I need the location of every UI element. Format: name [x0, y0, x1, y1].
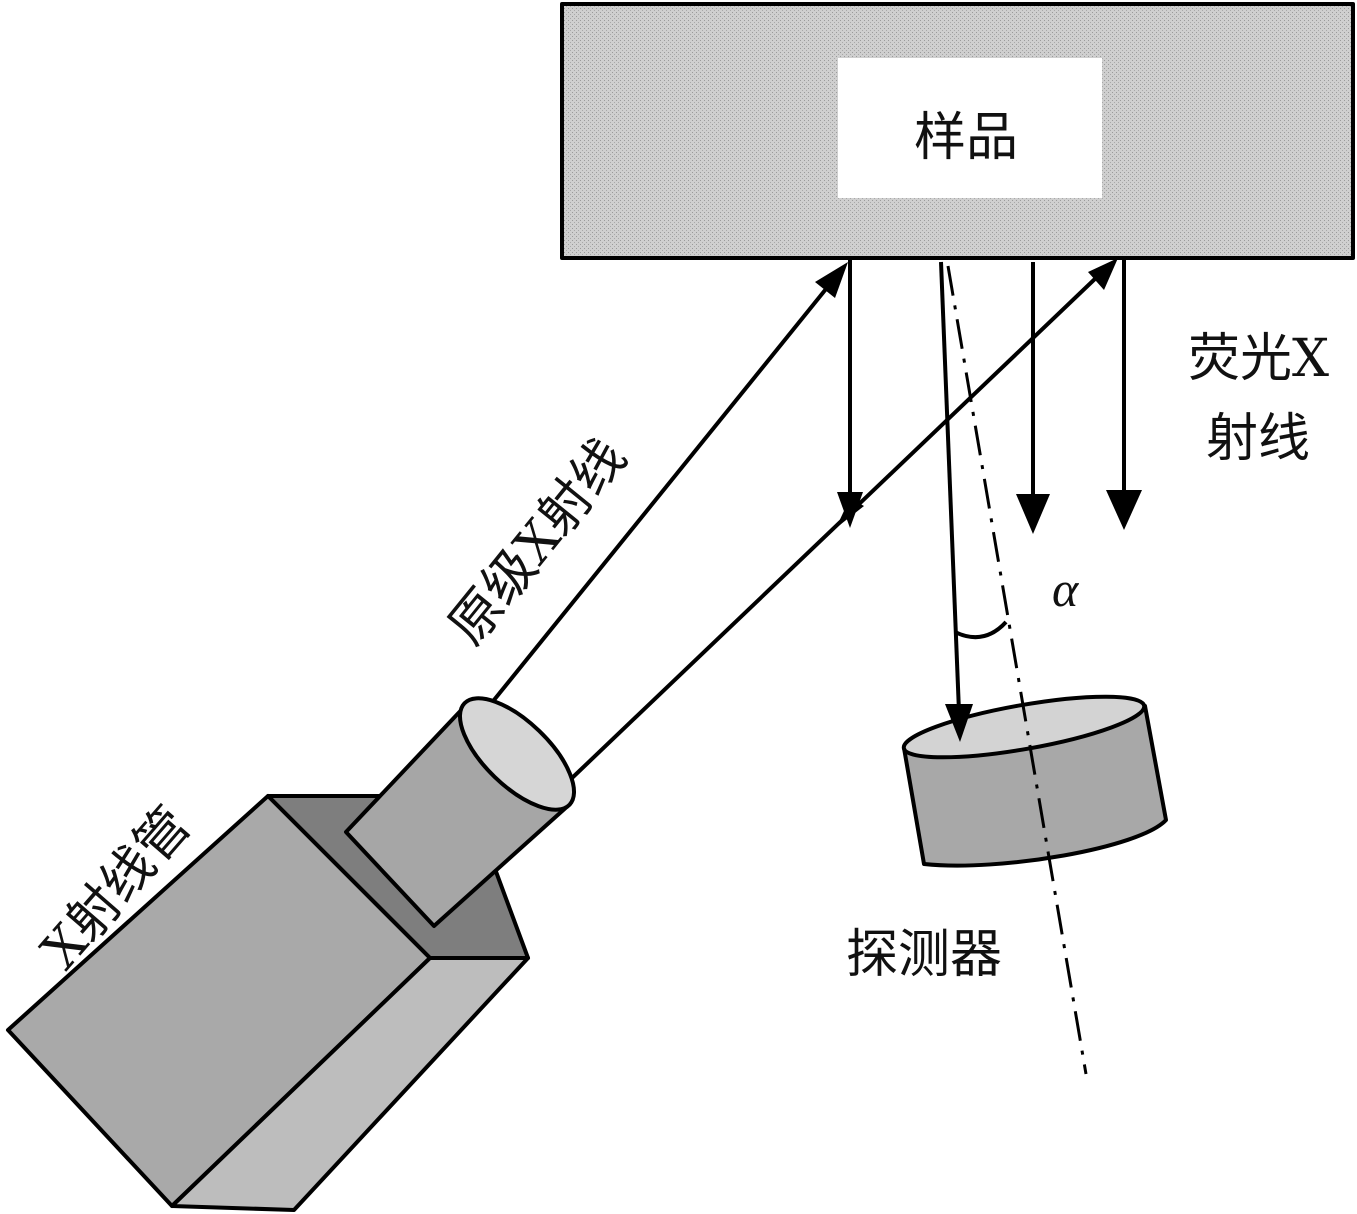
- primary-beam-lower-arrowhead: [1088, 258, 1118, 290]
- primary-beam-upper: [492, 282, 832, 702]
- sample-label: 样品: [914, 108, 1018, 168]
- collimator-window: [457, 696, 577, 812]
- fluorescent-beam-2-arrowhead: [1016, 494, 1050, 534]
- detector-top-face: [901, 694, 1147, 760]
- fluorescent-xray-label-line2: 射线: [1206, 409, 1310, 469]
- xray-tube: [6, 794, 530, 1212]
- primary-beam-upper-arrowhead: [815, 262, 848, 298]
- angle-label: α: [1052, 561, 1080, 617]
- fluorescent-xray-label-line1: 荧光X: [1188, 329, 1329, 389]
- angle-arc: [954, 620, 1008, 640]
- detector-incident-beam-arrowhead: [945, 704, 973, 742]
- tube-collimator: [344, 696, 577, 928]
- primary-beam-lower: [570, 274, 1100, 780]
- detector-label: 探测器: [846, 925, 1002, 985]
- sample-box: [838, 58, 1102, 198]
- detector-axis: [946, 265, 1088, 1075]
- primary-xray-label: 原级X射线: [437, 428, 638, 656]
- tube-side-face: [170, 956, 530, 1212]
- detector-incident-beam: [939, 261, 961, 713]
- fluorescent-beam-3-arrowhead: [1106, 490, 1142, 530]
- fluorescent-beam-1-arrowhead: [837, 492, 863, 528]
- detector: [901, 694, 1168, 868]
